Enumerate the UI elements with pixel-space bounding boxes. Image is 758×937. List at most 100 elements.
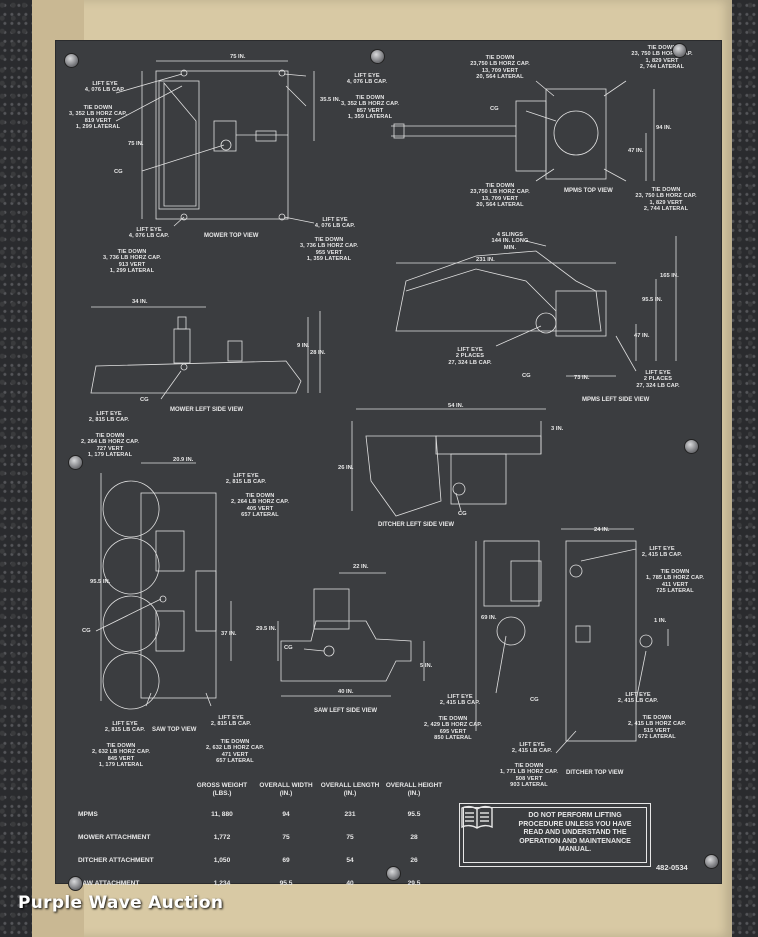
table-row: DITCHER ATTACHMENT 1,050 69 54 26	[78, 849, 446, 872]
specs-cell-length: 75	[346, 834, 354, 841]
mower-tie-down-label: TIE DOWN 3, 736 LB HORZ CAP. 913 VERT 1,…	[102, 249, 162, 275]
specs-cell-length: 54	[346, 857, 354, 864]
mpms-top-caption: MPMS TOP VIEW	[564, 188, 613, 194]
ditcher-left-caption: DITCHER LEFT SIDE VIEW	[378, 522, 455, 528]
part-number: 482-0534	[656, 863, 688, 872]
saw-left-cg: CG	[284, 645, 293, 651]
specs-cell-weight: 1,050	[213, 857, 231, 864]
mpms-left-caption: MPMS LEFT SIDE VIEW	[582, 397, 650, 403]
ditcher-top-length-dim: 69 IN.	[481, 615, 497, 621]
saw-tie-down-label: TIE DOWN 2, 632 LB HORZ CAP. 471 VERT 65…	[205, 739, 265, 765]
saw-left-width-dim: 22 IN.	[353, 564, 369, 570]
mower-tie-down-label: TIE DOWN 3, 352 LB HORZ CAP. 819 VERT 1,…	[68, 105, 128, 131]
mpms-tie-down-label: TIE DOWN 23,750 LB HORZ CAP. 13, 709 VER…	[470, 55, 530, 81]
ditcher-left-height-dim: 26 IN.	[338, 465, 354, 471]
ditcher-tie-down-label: TIE DOWN 2, 415 LB HORZ CAP. 515 VERT 67…	[627, 715, 687, 741]
mower-left-width-dim: 34 IN.	[132, 299, 148, 305]
specs-header-row: GROSS WEIGHT (LBS.) OVERALL WIDTH (IN.) …	[78, 777, 446, 803]
specs-cell-width: 94	[282, 811, 290, 818]
mpms-top-cg: CG	[490, 106, 499, 112]
ditcher-top-caption: DITCHER TOP VIEW	[566, 770, 624, 776]
screw-icon	[386, 866, 401, 881]
saw-top-caption: SAW TOP VIEW	[152, 727, 197, 733]
warning-text: DO NOT PERFORM LIFTING PROCEDURE UNLESS …	[518, 812, 632, 854]
ditcher-top-offset-dim: 1 IN.	[654, 618, 667, 624]
mpms-lift-eye-label: LIFT EYE 2 PLACES 27, 324 LB CAP.	[448, 347, 492, 366]
screw-icon	[704, 854, 719, 869]
ditcher-top-cg: CG	[530, 697, 539, 703]
mower-tie-down-label: TIE DOWN 3, 736 LB HORZ CAP. 955 VERT 1,…	[299, 237, 359, 263]
saw-left-length-dim: 40 IN.	[338, 689, 354, 695]
specs-row-name: DITCHER ATTACHMENT	[78, 857, 154, 864]
ditcher-top-width-dim: 24 IN.	[594, 527, 610, 533]
specs-cell-height: 29.5	[407, 880, 421, 887]
ditcher-left-cg: CG	[458, 511, 467, 517]
table-row: MPMS 11, 880 94 231 95.5	[78, 803, 446, 826]
specs-cell-height: 28	[410, 834, 418, 841]
specs-cell-weight: 1,772	[213, 834, 231, 841]
mower-top-width-dim: 75 IN.	[230, 54, 246, 60]
mpms-top-cg-dim: 47 IN.	[628, 148, 644, 154]
mpms-top-width-dim: 94 IN.	[656, 125, 672, 131]
ditcher-tie-down-label: TIE DOWN 1, 785 LB HORZ CAP. 411 VERT 72…	[645, 569, 705, 595]
mower-lift-eye-label: LIFT EYE 4, 076 LB CAP.	[128, 227, 170, 240]
saw-tie-down-label: TIE DOWN 2, 632 LB HORZ CAP. 845 VERT 1,…	[91, 743, 151, 769]
mower-lift-eye-label: LIFT EYE 4, 076 LB CAP.	[84, 81, 126, 94]
mpms-left-cg-length-dim: 73 IN.	[574, 375, 590, 381]
specs-cell-length: 40	[346, 880, 354, 887]
mower-left-height-dim: 28 IN.	[310, 350, 326, 356]
ditcher-lift-eye-label: LIFT EYE 2, 415 LB CAP.	[641, 546, 683, 559]
specs-cell-length: 231	[344, 811, 356, 818]
table-row: MOWER ATTACHMENT 1,772 75 75 28	[78, 826, 446, 849]
saw-left-caption: SAW LEFT SIDE VIEW	[314, 708, 378, 714]
screw-icon	[68, 876, 83, 891]
mower-lift-eye-label: LIFT EYE 2, 815 LB CAP.	[88, 411, 130, 424]
specs-header-blank	[78, 777, 190, 803]
screw-icon	[672, 43, 687, 58]
specs-header-weight: GROSS WEIGHT (LBS.)	[196, 782, 248, 797]
mower-top-depth-dim: 35.5 IN.	[320, 97, 341, 103]
mpms-tie-down-label: TIE DOWN 23,750 LB HORZ CAP. 13, 709 VER…	[470, 183, 530, 209]
screw-icon	[370, 49, 385, 64]
mpms-tie-down-label: TIE DOWN 23, 750 LB HORZ CAP. 1, 829 VER…	[635, 187, 697, 213]
saw-lift-eye-label: LIFT EYE 2, 815 LB CAP.	[104, 721, 146, 734]
warning-box: DO NOT PERFORM LIFTING PROCEDURE UNLESS …	[459, 803, 651, 867]
mpms-left-cg-height-dim: 47 IN.	[634, 333, 650, 339]
screw-icon	[68, 455, 83, 470]
mower-lift-eye-label: LIFT EYE 4, 076 LB CAP.	[346, 73, 388, 86]
table-row: SAW ATTACHMENT 1,234 95.5 40 29.5	[78, 872, 446, 895]
ditcher-tie-down-label: TIE DOWN 2, 429 LB HORZ CAP. 695 VERT 85…	[423, 716, 483, 742]
saw-lift-eye-label: LIFT EYE 2, 815 LB CAP.	[225, 473, 267, 486]
screw-icon	[684, 439, 699, 454]
mpms-slings-label: 4 SLINGS 144 IN. LONG MIN.	[491, 232, 529, 251]
mpms-left-cg: CG	[522, 373, 531, 379]
ditcher-left-height-dim: 3 IN.	[551, 426, 564, 432]
specs-cell-width: 75	[282, 834, 290, 841]
specs-cell-weight: 1,234	[213, 880, 231, 887]
mower-top-caption: MOWER TOP VIEW	[204, 233, 259, 239]
mpms-left-height-dim: 95.5 IN.	[642, 297, 663, 303]
specs-cell-weight: 11, 880	[211, 811, 233, 818]
mower-left-caption: MOWER LEFT SIDE VIEW	[170, 407, 243, 413]
mower-left-drawing	[90, 306, 321, 400]
mower-lift-eye-label: LIFT EYE 4, 076 LB CAP.	[314, 217, 356, 230]
saw-top-cg: CG	[82, 628, 91, 634]
mower-top-drawing	[115, 60, 315, 227]
mpms-left-height-dim: 165 IN.	[660, 273, 679, 279]
saw-top-height-dim: 37 IN.	[221, 631, 237, 637]
auction-watermark: Purple Wave Auction	[18, 893, 224, 913]
specs-cell-width: 95.5	[279, 880, 293, 887]
specs-row-name: SAW ATTACHMENT	[78, 880, 140, 887]
specs-cell-width: 69	[282, 857, 290, 864]
specs-row-name: MPMS	[78, 811, 98, 818]
mower-left-height-dim: 9 IN.	[297, 343, 310, 349]
ditcher-lift-eye-label: LIFT EYE 2, 415 LB CAP.	[617, 692, 659, 705]
mower-left-cg: CG	[140, 397, 149, 403]
saw-tie-down-label: TIE DOWN 2, 264 LB HORZ CAP. 727 VERT 1,…	[80, 433, 140, 459]
ditcher-tie-down-label: TIE DOWN 1, 771 LB HORZ CAP. 508 VERT 90…	[499, 763, 559, 789]
screw-icon	[64, 53, 79, 68]
placard-drawings	[90, 60, 677, 754]
saw-tie-down-label: TIE DOWN 2, 264 LB HORZ CAP. 405 VERT 65…	[230, 493, 290, 519]
specs-cell-height: 95.5	[407, 811, 421, 818]
lifting-placard: 75 IN. 75 IN. 35.5 IN. LIFT EYE 4, 076 L…	[55, 40, 722, 887]
